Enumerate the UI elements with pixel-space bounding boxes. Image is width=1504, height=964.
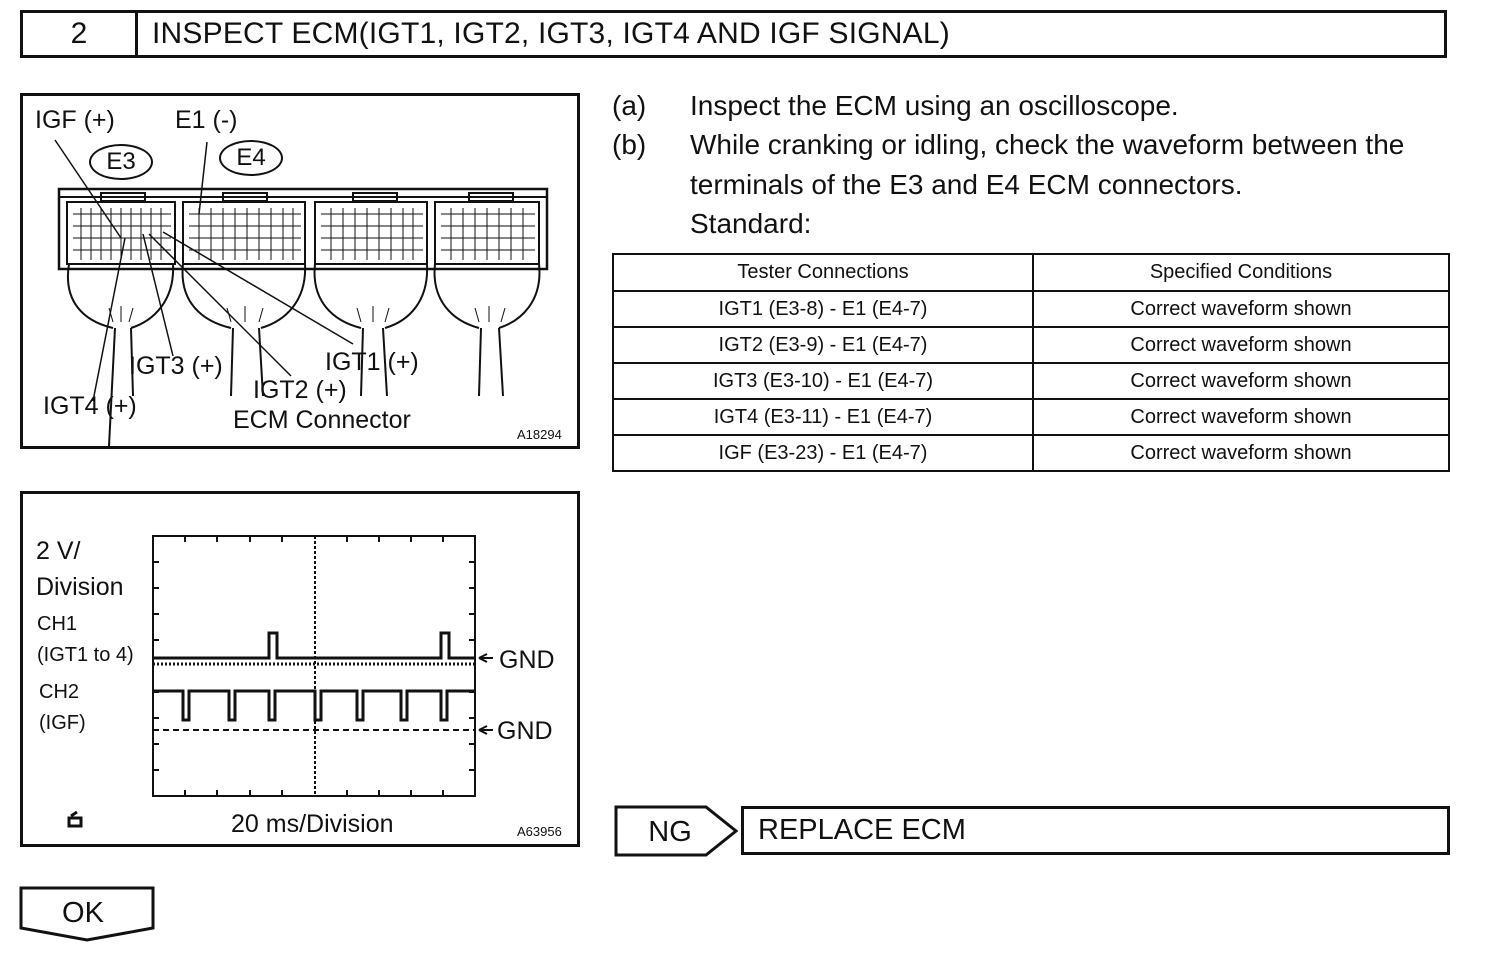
igt1-label: IGT1 (+) <box>325 348 419 376</box>
ng-branch: NG <box>614 805 740 862</box>
igt2-label: IGT2 (+) <box>253 376 347 404</box>
ecm-connector-figure: IGF (+) E1 (-) E3 E4 IGT3 (+) IGT1 (+) I… <box>20 93 580 449</box>
igt4-label: IGT4 (+) <box>43 392 137 420</box>
connector-4 <box>434 192 540 265</box>
table-row: IGT2 (E3-9) - E1 (E4-7) Correct waveform… <box>612 326 1450 364</box>
leader-lines <box>54 139 354 402</box>
instruction-marker: (a) <box>612 90 647 121</box>
ch2-trace <box>153 689 475 722</box>
gnd-arrow-2 <box>478 725 493 735</box>
col-header-conditions: Specified Conditions <box>1032 253 1450 292</box>
condition-cell: Correct waveform shown <box>1032 398 1450 436</box>
ok-arrow-shape: OK <box>19 886 155 942</box>
step-number: 2 <box>23 13 138 55</box>
igt3-label: IGT3 (+) <box>129 352 223 380</box>
scope-icon <box>67 810 83 828</box>
table-row: IGT3 (E3-10) - E1 (E4-7) Correct wavefor… <box>612 362 1450 400</box>
condition-cell: Correct waveform shown <box>1032 290 1450 328</box>
tester-cell: IGT2 (E3-9) - E1 (E4-7) <box>612 326 1034 364</box>
e3-oval: E3 <box>89 144 153 180</box>
igf-label: IGF (+) <box>35 106 115 134</box>
figure-code: A18294 <box>517 427 562 442</box>
instruction-text: Inspect the ECM using an oscilloscope. <box>690 90 1179 121</box>
table-header-row: Tester Connections Specified Conditions <box>612 253 1450 292</box>
tester-cell: IGT4 (E3-11) - E1 (E4-7) <box>612 398 1034 436</box>
connector-caption: ECM Connector <box>233 406 411 434</box>
waveform-figure: 2 V/ Division CH1 (IGT1 to 4) CH2 (IGF) … <box>20 491 580 847</box>
figure-code: A63956 <box>517 824 562 839</box>
connector-e3 <box>66 192 176 265</box>
ok-branch: OK <box>19 886 157 947</box>
time-scale: 20 ms/Division <box>231 810 394 838</box>
condition-cell: Correct waveform shown <box>1032 326 1450 364</box>
ch1-trace <box>153 631 475 660</box>
tester-cell: IGF (E3-23) - E1 (E4-7) <box>612 434 1034 472</box>
ch1-desc: (IGT1 to 4) <box>37 644 134 666</box>
instruction-marker: (b) <box>612 129 647 160</box>
gnd-label-2: GND <box>497 717 553 745</box>
spec-table: Tester Connections Specified Conditions … <box>612 253 1450 472</box>
volt-scale-line2: Division <box>36 573 124 601</box>
step-title: INSPECT ECM(IGT1, IGT2, IGT3, IGT4 AND I… <box>152 17 950 50</box>
ch1-label: CH1 <box>37 613 78 635</box>
oscilloscope-screen <box>67 535 493 828</box>
connector-3 <box>314 192 428 265</box>
ok-label: OK <box>62 897 105 929</box>
table-row: IGT1 (E3-8) - E1 (E4-7) Correct waveform… <box>612 290 1450 328</box>
tester-cell: IGT3 (E3-10) - E1 (E4-7) <box>612 362 1034 400</box>
ch2-label: CH2 <box>39 681 80 703</box>
col-header-tester: Tester Connections <box>612 253 1034 292</box>
e4-oval: E4 <box>219 140 283 176</box>
connector-e4 <box>182 192 306 265</box>
gnd-label-1: GND <box>499 646 555 674</box>
table-row: IGT4 (E3-11) - E1 (E4-7) Correct wavefor… <box>612 398 1450 436</box>
instruction-text: While cranking or idling, check the wave… <box>690 129 1405 160</box>
ecm-connector-drawing <box>54 139 549 446</box>
instruction-text: Standard: <box>690 208 812 239</box>
table-row: IGF (E3-23) - E1 (E4-7) Correct waveform… <box>612 434 1450 472</box>
ng-arrow-shape: NG <box>614 805 739 857</box>
e1-label: E1 (-) <box>175 106 238 134</box>
ch2-desc: (IGF) <box>39 712 86 734</box>
step-header: 2 INSPECT ECM(IGT1, IGT2, IGT3, IGT4 AND… <box>20 10 1447 58</box>
ng-label: NG <box>648 816 692 848</box>
instruction-text: terminals of the E3 and E4 ECM connector… <box>690 169 1243 200</box>
gnd-arrow-1 <box>478 653 493 663</box>
condition-cell: Correct waveform shown <box>1032 362 1450 400</box>
condition-cell: Correct waveform shown <box>1032 434 1450 472</box>
replace-ecm-box: REPLACE ECM <box>741 806 1450 855</box>
tester-cell: IGT1 (E3-8) - E1 (E4-7) <box>612 290 1034 328</box>
volt-scale-line1: 2 V/ <box>36 537 81 565</box>
